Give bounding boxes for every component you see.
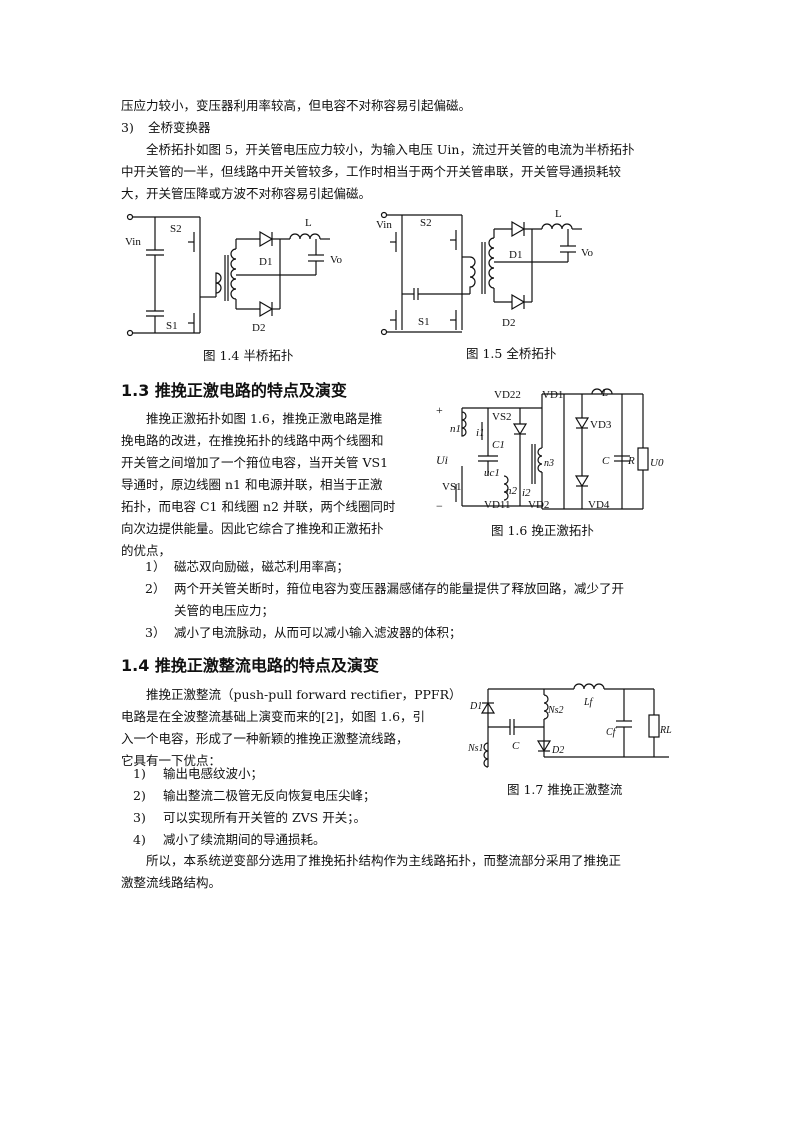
label-d2: D2 — [551, 745, 564, 756]
list-item-number: 3） — [145, 625, 166, 640]
figure-caption: 图 1.4 半桥拓扑 — [203, 348, 294, 363]
label-c1: C1 — [492, 439, 505, 451]
label-s1: S1 — [418, 316, 430, 328]
label-s2: S2 — [170, 223, 182, 235]
label-d1: D1 — [469, 701, 482, 712]
label-ui: Ui — [436, 453, 448, 467]
list-item-number: 2） — [145, 581, 166, 596]
figure-caption: 图 1.7 推挽正激整流 — [507, 782, 623, 797]
label-n2: n2 — [506, 485, 518, 497]
paragraph-line: 推挽正激拓扑如图 1.6，推挽正激电路是推 — [146, 411, 383, 426]
list-item-text: 两个开关管关断时，箝位电容为变压器漏感储存的能量提供了释放回路，减少了开 — [174, 581, 625, 596]
list-item-text: 减小了电流脉动，从而可以减小输入滤波器的体积； — [174, 625, 462, 640]
label-vd2: VD2 — [528, 499, 549, 511]
paragraph-line: 所以，本系统逆变部分选用了推挽拓扑结构作为主线路拓扑，而整流部分采用了推挽正 — [146, 853, 622, 868]
list-item-text: 输出整流二极管无反向恢复电压尖峰； — [163, 788, 376, 803]
paragraph-line: 推挽正激整流（push-pull forward rectifier，PPFR） — [146, 687, 462, 702]
label-vin: Vin — [376, 219, 392, 231]
list-item-number: 4) — [133, 832, 146, 847]
paragraph-line: 大，开关管压降或方波不对称容易引起偏磁。 — [121, 186, 372, 201]
list-item-number: 1) — [133, 766, 146, 781]
list-item-title: 全桥变换器 — [148, 120, 211, 135]
paragraph-line: 向次边提供能量。因此它综合了推挽和正激拓扑 — [121, 521, 384, 536]
label-n1: n1 — [450, 423, 461, 435]
label-d2: D2 — [502, 317, 515, 329]
label-cf: C — [602, 455, 610, 467]
paragraph-line: 中开关管的一半，但线路中开关管较多，工作时相当于两个开关管串联，开关管导通损耗较 — [121, 164, 622, 179]
list-item-number: 1） — [145, 559, 166, 574]
label-vd4: VD4 — [588, 499, 610, 511]
paragraph-line: 全桥拓扑如图 5，开关管电压应力较小，为输入电压 Uin，流过开关管的电流为半桥… — [146, 142, 635, 157]
label-n3: n3 — [544, 458, 554, 469]
label-r: R — [627, 455, 635, 467]
paragraph-line: 拓扑，而电容 C1 和线圈 n2 并联，两个线圈同时 — [121, 499, 396, 514]
paragraph-line: 入一个电容，形成了一种新颖的推挽正激整流线路， — [121, 731, 409, 746]
label-s1: S1 — [166, 320, 178, 332]
label-s2: S2 — [420, 217, 432, 229]
label-d1: D1 — [509, 249, 522, 261]
label-vd1: VD1 — [542, 389, 563, 401]
label-lf: Lf — [583, 697, 594, 708]
list-item-text: 减小了续流期间的导通损耗。 — [163, 832, 326, 847]
label-i2: i2 — [522, 487, 531, 499]
list-item-text: 磁芯双向励磁，磁芯利用率高； — [174, 559, 350, 574]
paragraph-line: 挽电路的改进，在推挽拓扑的线路中两个线圈和 — [121, 433, 384, 448]
figure-caption: 图 1.6 挽正激拓扑 — [491, 523, 594, 538]
section-heading: 1.4 推挽正激整流电路的特点及演变 — [121, 656, 379, 675]
label-vd22: VD22 — [494, 389, 521, 401]
label-vo: Vo — [330, 254, 343, 266]
list-item-text: 输出电感纹波小； — [163, 766, 264, 781]
label-l: L — [305, 217, 312, 229]
label-d2: D2 — [252, 322, 265, 334]
label-vd11: VD11 — [484, 499, 510, 511]
label-rl: RL — [659, 725, 672, 736]
push-pull-forward-diagram: VD22 VD1 L + − n1 VS2 i1 C1 Ui uc1 n3 VD… — [436, 387, 664, 513]
intro-line: 压应力较小，变压器利用率较高，但电容不对称容易引起偏磁。 — [121, 98, 472, 113]
paragraph-line: 电路是在全波整流基础上演变而来的[2]，如图 1.6，引 — [121, 709, 426, 724]
list-item-number: 3) — [121, 120, 134, 135]
paragraph-line: 导通时，原边线圈 n1 和电源并联，相当于正激 — [121, 477, 383, 492]
label-l: L — [555, 208, 562, 220]
paragraph-line: 开关管之间增加了一个箝位电容，当开关管 VS1 — [121, 455, 389, 470]
label-vs1: VS1 — [442, 481, 462, 493]
label-uo: U0 — [650, 457, 664, 469]
label-c: C — [512, 740, 520, 752]
label-i1: i1 — [476, 427, 485, 439]
section-heading: 1.3 推挽正激电路的特点及演变 — [121, 381, 347, 400]
label-cf: Cf — [606, 727, 617, 738]
label-ns1: Ns1 — [467, 743, 484, 754]
label-vo: Vo — [581, 247, 594, 259]
paragraph-line: 的优点， — [121, 543, 172, 558]
label-d1: D1 — [259, 256, 272, 268]
label-ns2: Ns2 — [547, 705, 564, 716]
label-l: L — [601, 387, 608, 399]
label-vd3: VD3 — [590, 419, 612, 431]
half-bridge-diagram: Vin S2 S1 L D1 D2 Vo — [125, 213, 343, 337]
list-item-number: 2) — [133, 788, 146, 803]
full-bridge-diagram: Vin S2 S1 L D1 D2 Vo — [376, 208, 594, 336]
paragraph-line: 激整流线路结构。 — [121, 875, 222, 890]
list-item-number: 3) — [133, 810, 146, 825]
list-item-text: 可以实现所有开关管的 ZVS 开关；。 — [163, 810, 366, 825]
figure-caption: 图 1.5 全桥拓扑 — [466, 346, 557, 361]
label-vs2: VS2 — [492, 411, 512, 423]
label-plus: + — [436, 403, 443, 417]
list-item-text: 关管的电压应力； — [174, 603, 275, 618]
paragraph-line: 它具有一下优点： — [121, 753, 222, 768]
label-uc1: uc1 — [484, 467, 500, 479]
ppfr-diagram: D1 Ns2 Lf C Cf RL Ns1 D2 — [467, 683, 672, 768]
label-vin: Vin — [125, 236, 141, 248]
label-minus: − — [436, 499, 443, 513]
